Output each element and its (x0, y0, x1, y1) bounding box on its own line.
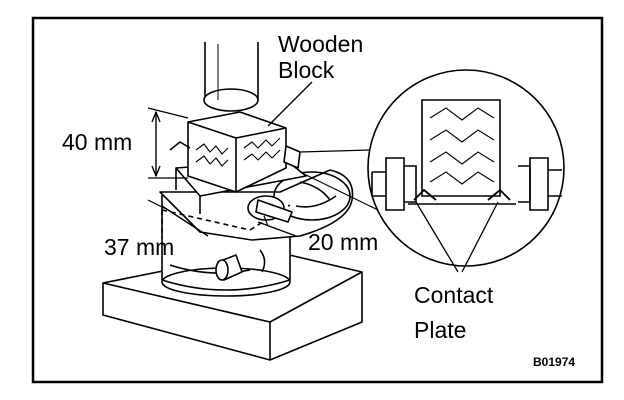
label-wooden: Wooden (278, 31, 363, 57)
figure-code: B01974 (533, 355, 575, 369)
label-block: Block (278, 57, 335, 83)
wooden-block (187, 111, 287, 193)
main-illustration (102, 42, 363, 361)
label-40mm: 40 mm (62, 129, 132, 155)
detail-wooden-block (421, 99, 501, 197)
label-37mm: 37 mm (104, 234, 174, 260)
detail-inset (299, 69, 565, 273)
contact-plate-right (487, 188, 511, 201)
label-contact: Contact (414, 282, 494, 308)
label-20mm: 20 mm (308, 229, 378, 255)
contact-plate-left (413, 188, 437, 201)
label-plate: Plate (414, 317, 466, 343)
